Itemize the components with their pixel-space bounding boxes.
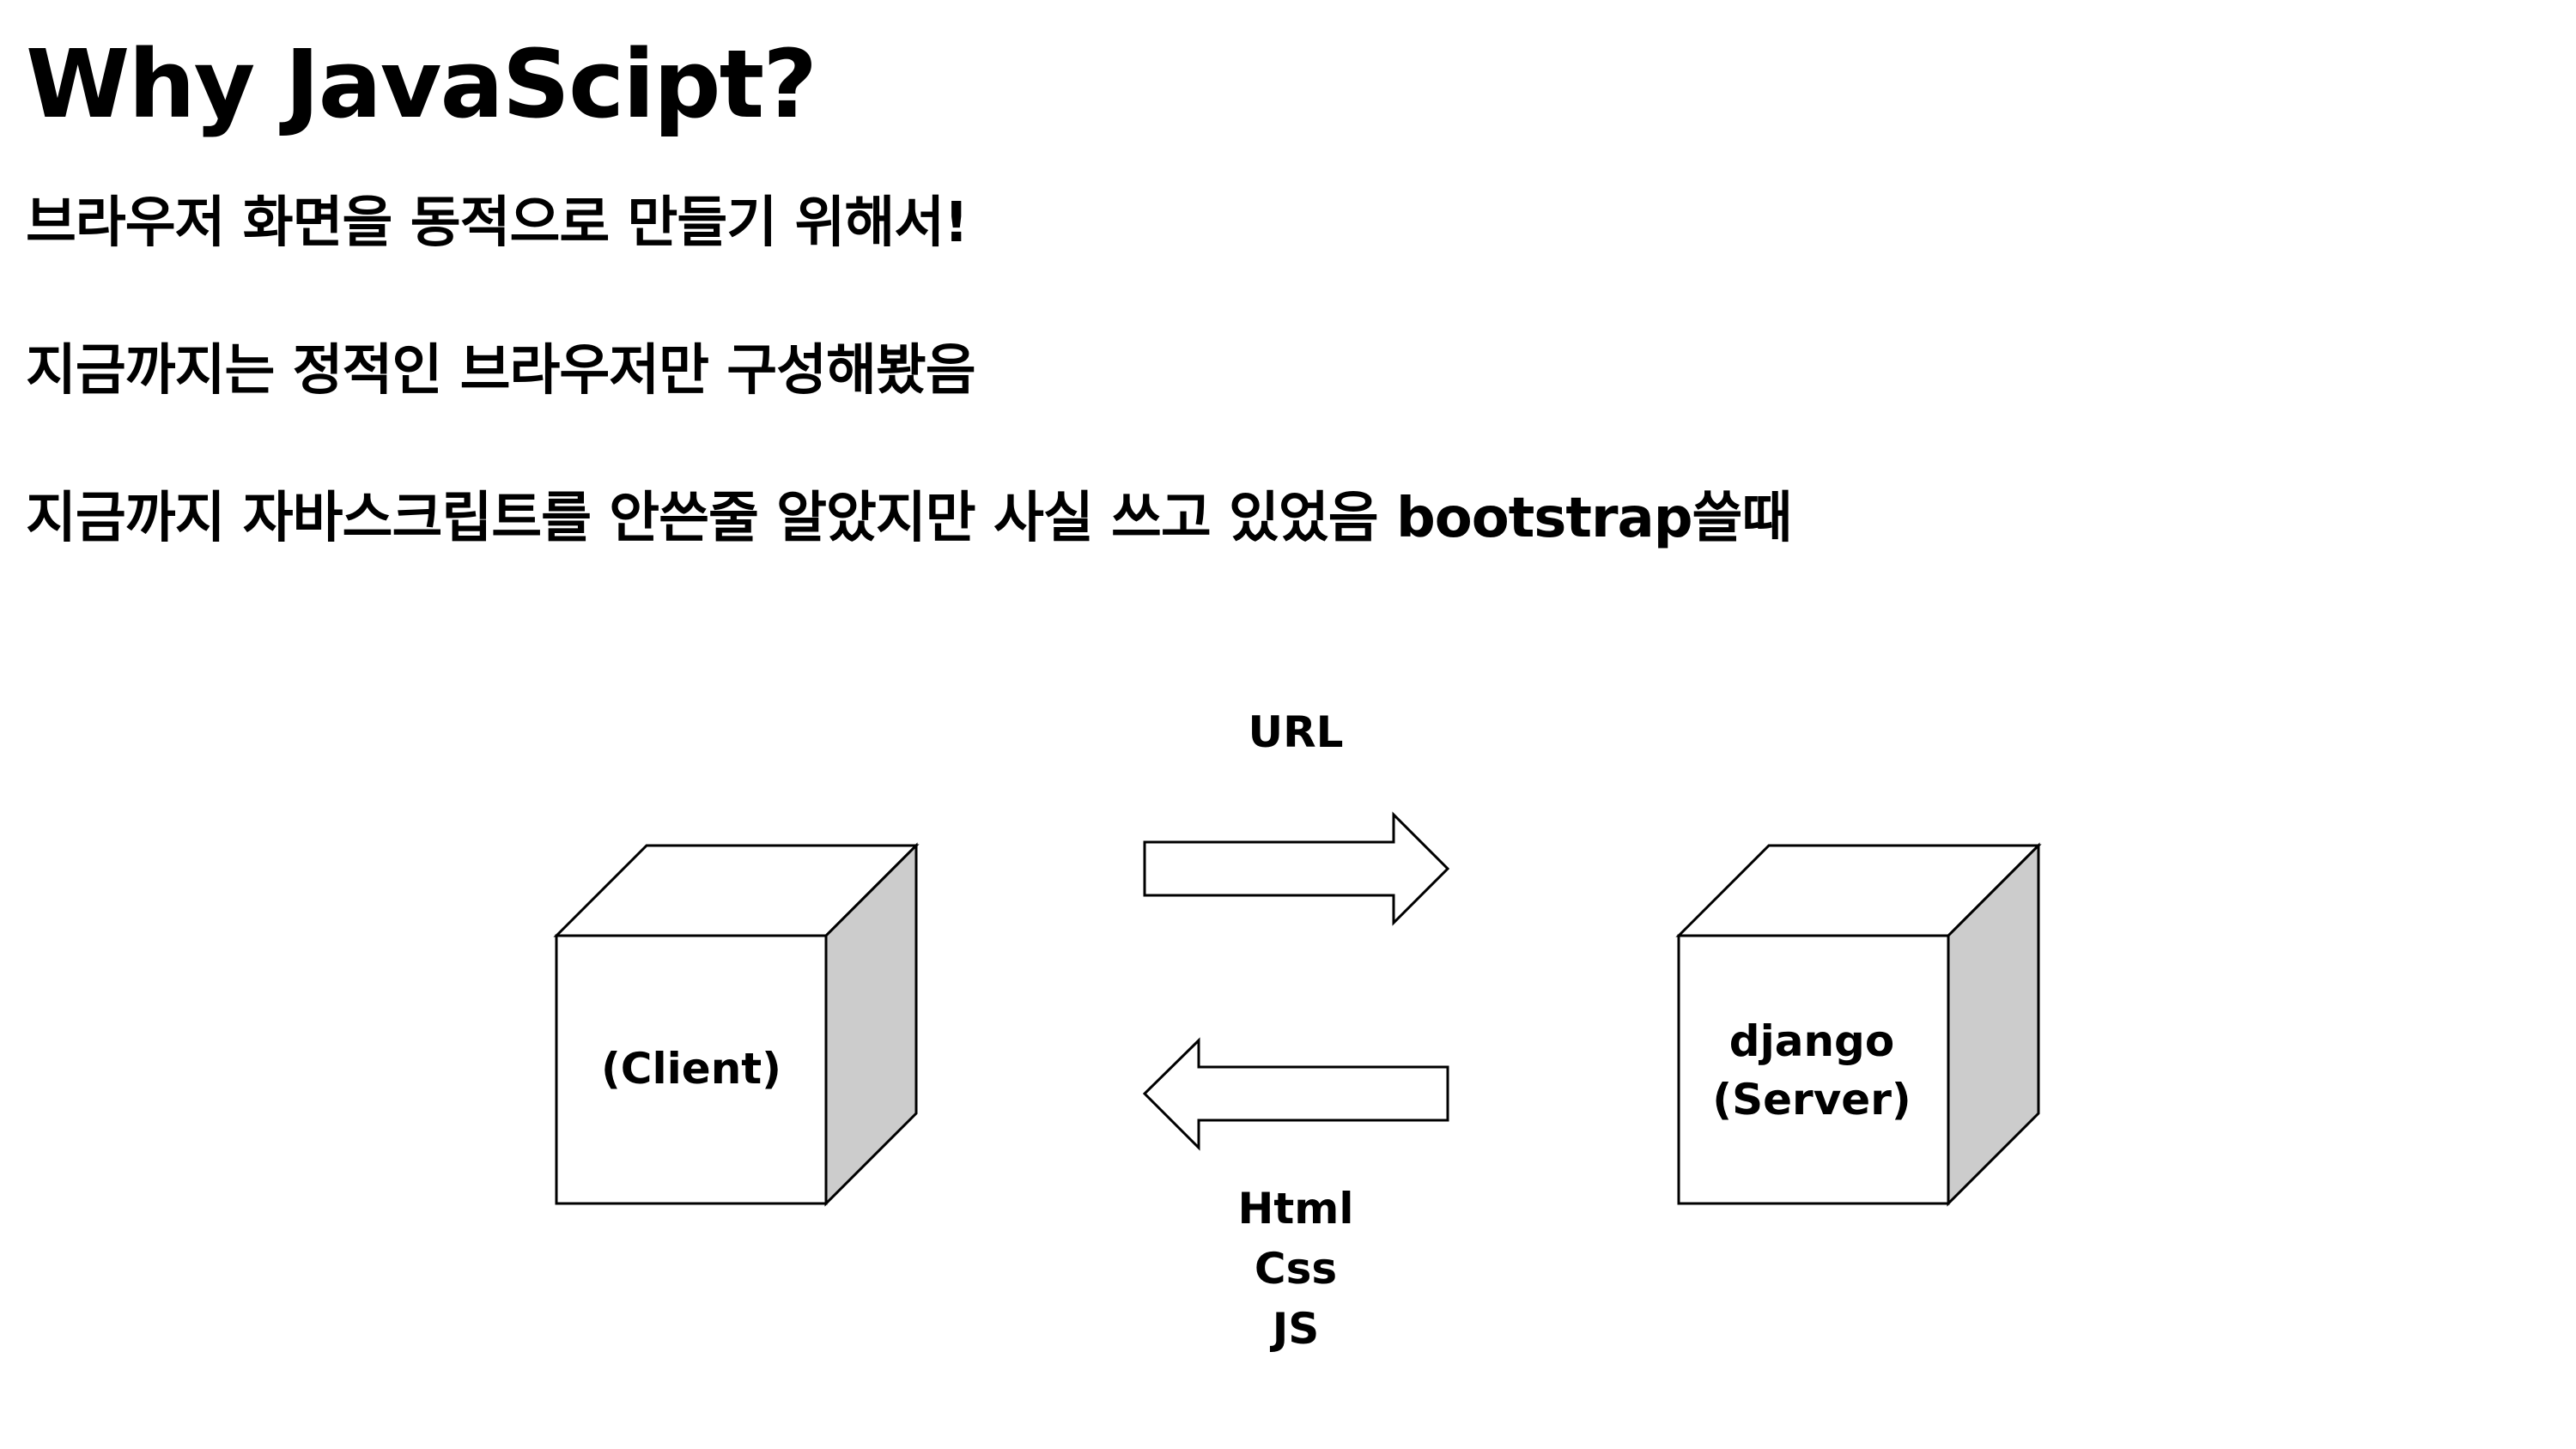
server-label-line2: (Server) bbox=[1712, 1075, 1911, 1125]
server-label-line1: django bbox=[1729, 1016, 1894, 1066]
response-label-js: JS bbox=[1270, 1304, 1320, 1354]
request-label: URL bbox=[1249, 707, 1344, 757]
response-label-css: Css bbox=[1255, 1244, 1337, 1294]
client-cube-front-face bbox=[555, 934, 828, 1205]
server-cube-front-face bbox=[1677, 934, 1950, 1205]
bullet-line-3: 지금까지 자바스크립트를 안쓴줄 알았지만 사실 쓰고 있었음 bootstra… bbox=[26, 487, 1792, 550]
client-cube: (Client) bbox=[553, 842, 920, 1207]
slide-title: Why JavaScipt? bbox=[26, 29, 817, 139]
bullet-line-1: 브라우저 화면을 동적으로 만들기 위해서! bbox=[26, 191, 969, 255]
response-label-html: Html bbox=[1238, 1184, 1354, 1234]
server-cube: django (Server) bbox=[1675, 842, 2042, 1207]
request-arrow-right bbox=[1143, 811, 1450, 926]
client-label: (Client) bbox=[601, 1044, 781, 1094]
response-arrow-left bbox=[1142, 1037, 1449, 1151]
bullet-line-2: 지금까지는 정적인 브라우저만 구성해봤음 bbox=[26, 339, 976, 403]
